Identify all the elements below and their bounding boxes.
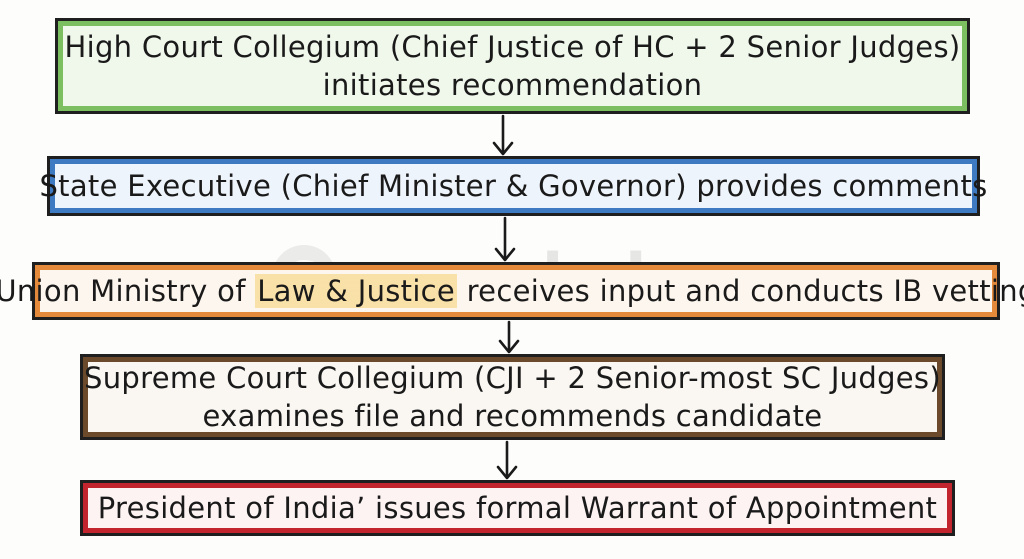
step-president-warrant: President of India’ issues formal Warran… bbox=[80, 480, 955, 536]
step-supreme-court-collegium: Supreme Court Collegium (CJI + 2 Senior-… bbox=[80, 354, 945, 440]
step-3-prefix: Union Ministry of bbox=[0, 274, 256, 308]
step-high-court-collegium: High Court Collegium (Chief Justice of H… bbox=[55, 18, 970, 114]
step-1-line-2: initiates recommendation bbox=[322, 68, 703, 102]
step-2-line-1: State Executive (Chief Minister & Govern… bbox=[39, 169, 988, 203]
step-1-line-1: High Court Collegium (Chief Justice of H… bbox=[64, 30, 961, 64]
step-4-line-1: Supreme Court Collegium (CJI + 2 Senior-… bbox=[84, 361, 941, 395]
step-state-executive: State Executive (Chief Minister & Govern… bbox=[39, 156, 987, 216]
step-5-line-1: President of India’ issues formal Warran… bbox=[97, 491, 938, 525]
arrow-4-to-5 bbox=[496, 440, 518, 480]
step-3-line-1: Union Ministry of Law & Justice receives… bbox=[0, 272, 1024, 310]
arrow-1-to-2 bbox=[492, 114, 514, 156]
arrow-3-to-4 bbox=[498, 320, 520, 354]
step-3-suffix: receives input and conducts IB vetting bbox=[457, 274, 1024, 308]
step-union-ministry: Union Ministry of Law & Justice receives… bbox=[0, 262, 1024, 320]
step-4-line-2: examines file and recommends candidate bbox=[202, 399, 823, 433]
arrow-2-to-3 bbox=[494, 216, 516, 262]
step-3-highlight: Law & Justice bbox=[255, 274, 458, 308]
